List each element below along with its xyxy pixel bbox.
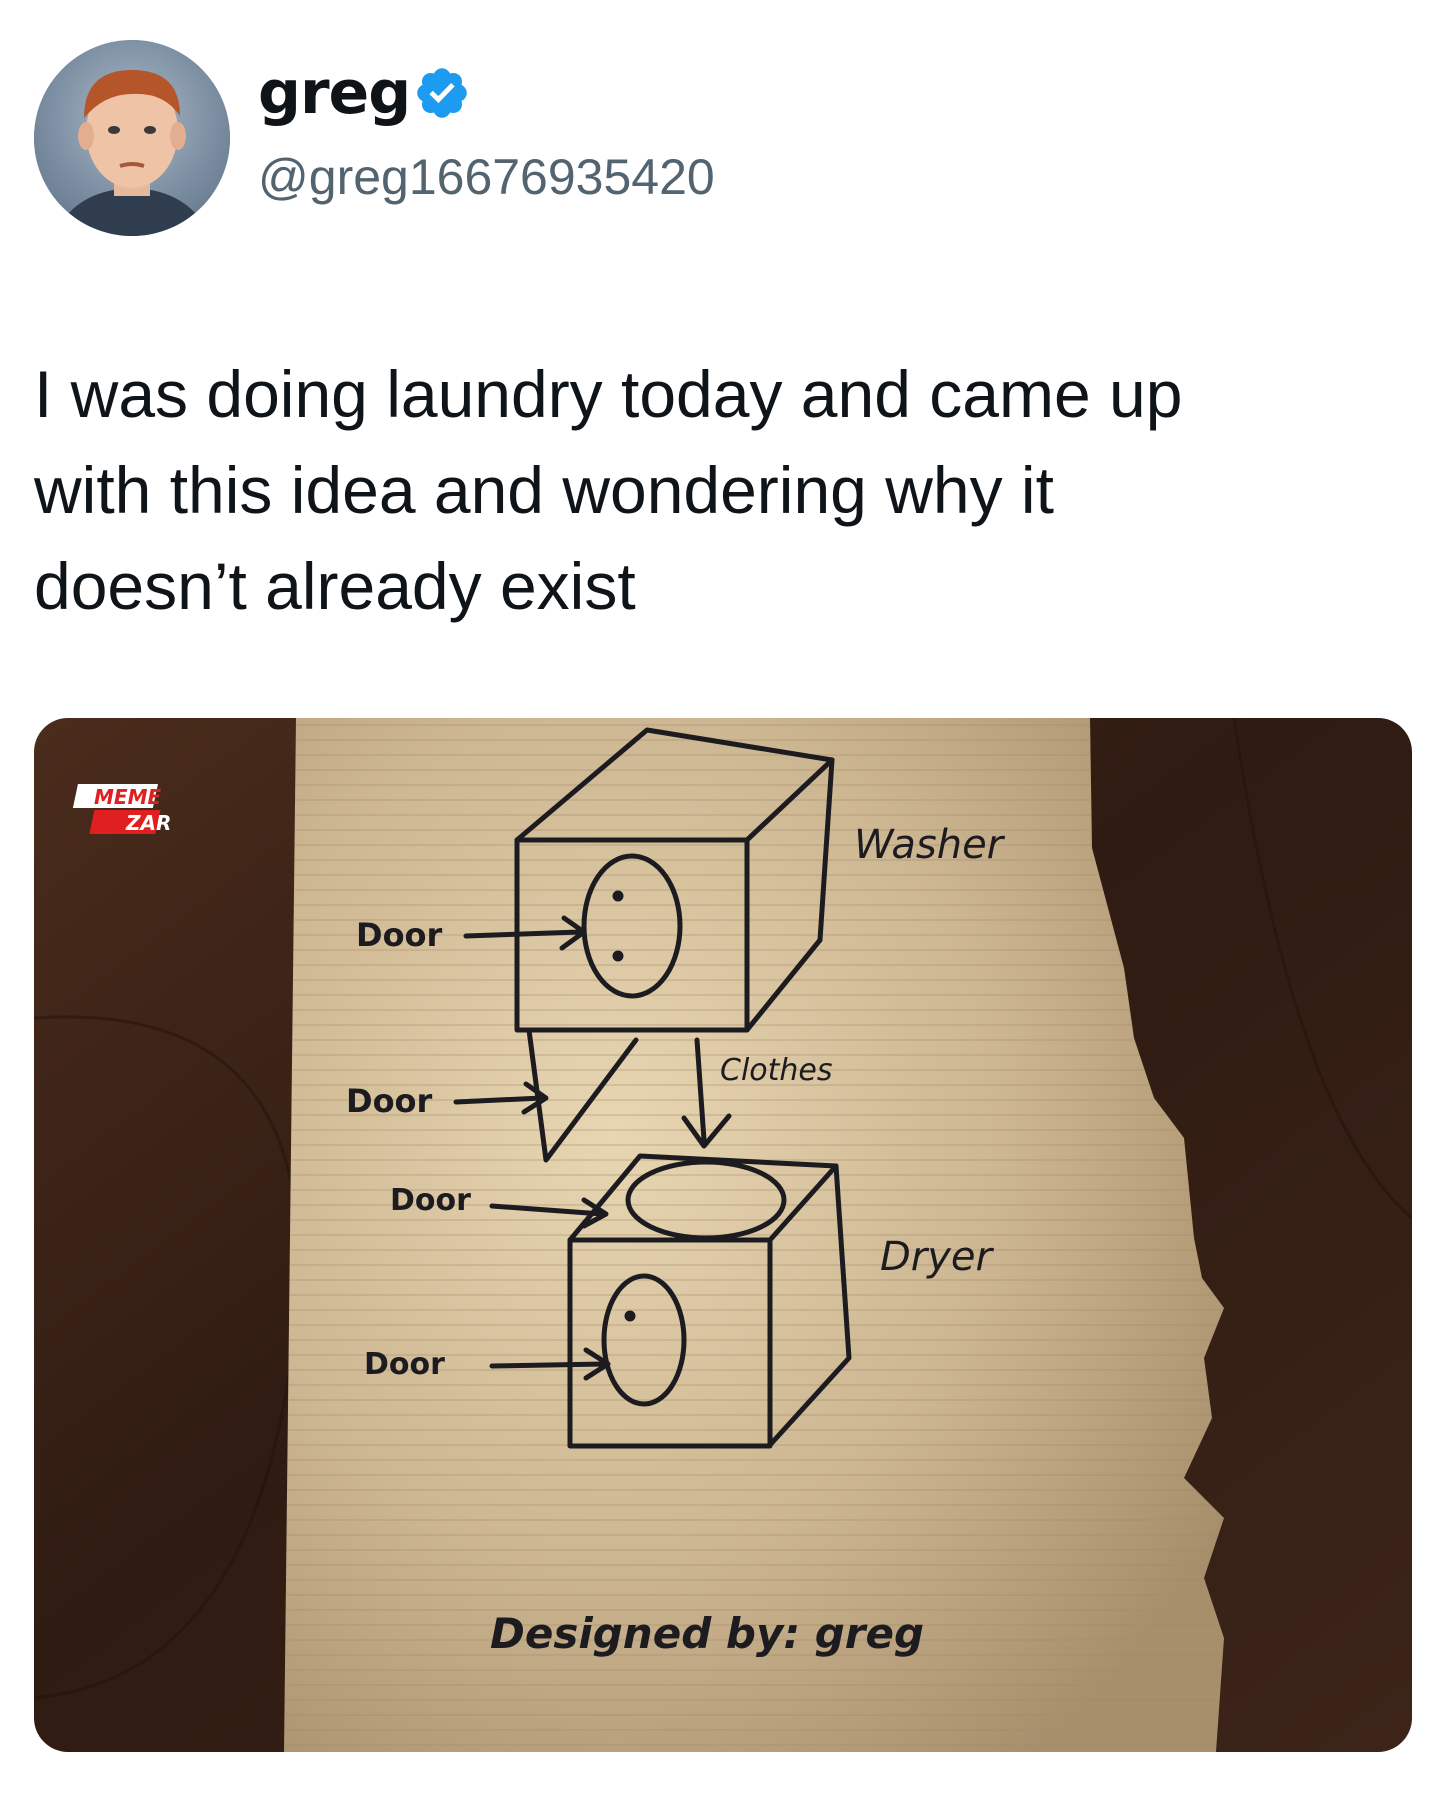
label-door-dryer-top: Door [390, 1183, 471, 1218]
label-door-chute: Door [346, 1082, 433, 1120]
cardboard-drawing-image: MEME ZAR [34, 718, 1412, 1752]
watermark-text-2: ZAR [125, 811, 171, 835]
label-door-dryer-front: Door [364, 1347, 445, 1382]
verified-badge-icon [417, 68, 467, 118]
watermark-text-1: MEME [94, 785, 161, 809]
label-washer: Washer [854, 822, 1006, 868]
tweet-text: I was doing laundry today and came up wi… [34, 357, 1183, 623]
label-dryer: Dryer [880, 1234, 995, 1280]
author-handle[interactable]: @greg16676935420 [258, 149, 715, 205]
profile-photo-icon [34, 40, 230, 236]
author-display-name[interactable]: greg [258, 58, 411, 128]
label-clothes: Clothes [720, 1053, 833, 1088]
dryer-drawing [567, 1153, 852, 1449]
tweet-media[interactable]: MEME ZAR [34, 718, 1412, 1752]
label-signature: Designed by: greg [490, 1609, 924, 1658]
chute-flap-drawing [526, 1027, 639, 1163]
label-door-washer: Door [356, 916, 443, 954]
author-avatar[interactable] [34, 40, 230, 236]
watermark-logo: MEME ZAR [72, 784, 171, 835]
clothes-arrow [681, 1037, 732, 1149]
